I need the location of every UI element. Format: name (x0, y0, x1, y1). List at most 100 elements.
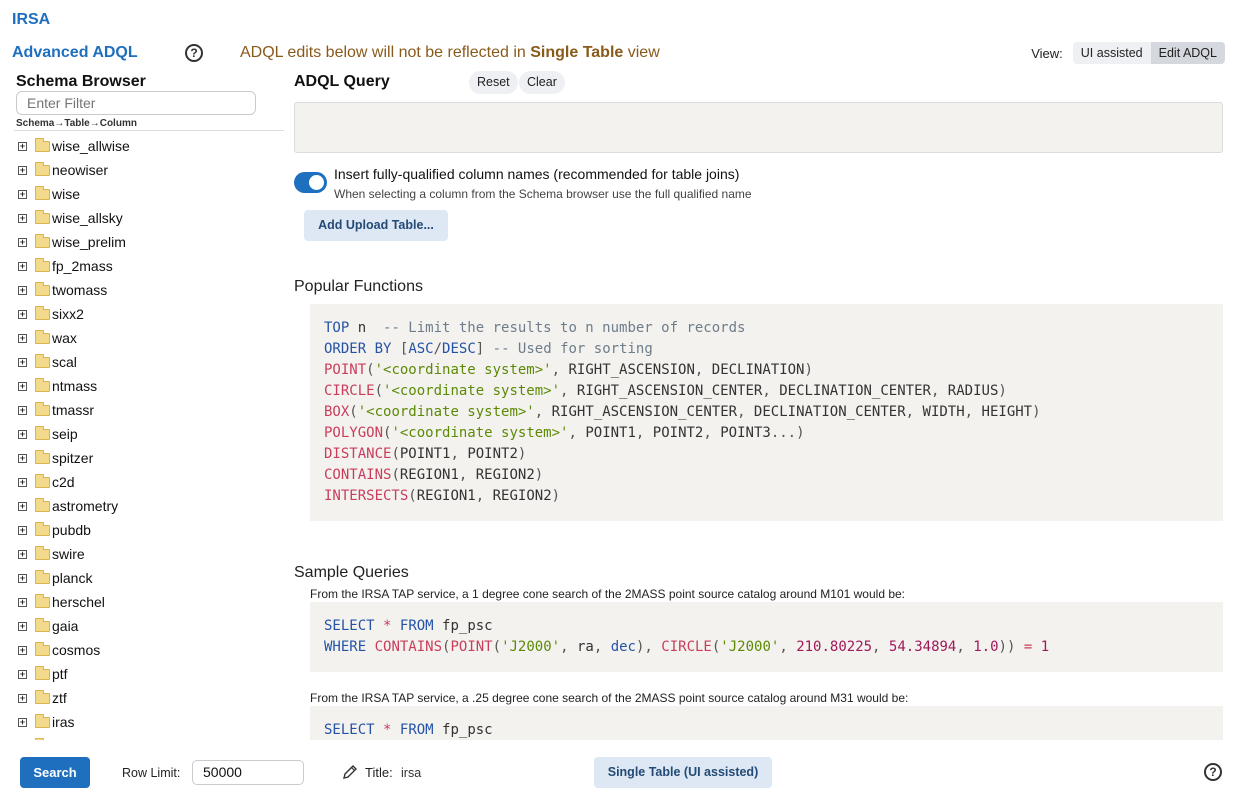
expand-plus-icon[interactable]: + (18, 308, 27, 319)
view-option-ui-assisted[interactable]: UI assisted (1080, 46, 1143, 60)
schema-tree-item-gaia[interactable]: + gaia (18, 614, 284, 638)
expand-plus-icon[interactable]: + (18, 404, 27, 415)
schema-tree-item-label: pubdb (52, 522, 91, 538)
expand-plus-icon[interactable]: + (18, 692, 27, 703)
schema-tree-item-label: planck (52, 570, 93, 586)
schema-tree-item-ztf[interactable]: +ztf (18, 686, 284, 710)
reset-button[interactable]: Reset (469, 71, 518, 94)
expand-plus-icon[interactable]: + (18, 596, 27, 607)
schema-tree-item-label: twomass (52, 282, 108, 298)
schema-tree-item-fp_2mass[interactable]: +fp_2mass (18, 254, 284, 278)
expand-plus-icon[interactable]: + (18, 668, 27, 679)
schema-tree-item-wise_allsky[interactable]: +wise_allsky (18, 206, 284, 230)
folder-icon (35, 689, 50, 704)
sample-query-1-description: From the IRSA TAP service, a 1 degree co… (310, 587, 906, 601)
folder-icon (35, 521, 50, 536)
warning-prefix: ADQL edits below will not be reflected i… (240, 44, 526, 61)
schema-tree-item-spitzer[interactable]: +spitzer (18, 446, 284, 470)
folder-icon (35, 137, 50, 152)
schema-tree-item-ntmass[interactable]: + ntmass (18, 374, 284, 398)
expand-plus-icon[interactable]: + (18, 284, 27, 295)
toggle-knob (309, 175, 324, 190)
expand-plus-icon[interactable]: + (18, 260, 27, 271)
schema-tree-item-iras[interactable]: +iras (18, 710, 284, 734)
folder-icon (35, 665, 50, 680)
schema-tree-item-twomass[interactable]: + twomass (18, 278, 284, 302)
schema-tree-item-wise[interactable]: + wise (18, 182, 284, 206)
expand-plus-icon[interactable]: + (18, 212, 27, 223)
question-circle-icon[interactable]: ? (185, 44, 203, 62)
schema-tree-item-c2d[interactable]: + c2d (18, 470, 284, 494)
expand-plus-icon[interactable]: + (18, 236, 27, 247)
schema-tree-item-ptf[interactable]: +ptf (18, 662, 284, 686)
view-option-edit-adql[interactable]: Edit ADQL (1150, 42, 1225, 64)
schema-tree-item-label: ntmass (52, 378, 98, 394)
expand-plus-icon[interactable]: + (18, 644, 27, 655)
folder-icon (35, 569, 50, 584)
schema-tree-item-pubdb[interactable]: + pubdb (18, 518, 284, 542)
expand-plus-icon[interactable]: + (18, 356, 27, 367)
row-limit-label: Row Limit: (122, 766, 181, 780)
schema-tree-item-label: wise (52, 186, 81, 202)
title-value[interactable]: irsa (401, 766, 422, 780)
schema-tree-item-label: c2d (52, 474, 75, 490)
schema-tree-item-cosmos[interactable]: + cosmos (18, 638, 284, 662)
row-limit-input[interactable]: 50000 (192, 760, 304, 785)
question-circle-icon[interactable]: ? (1204, 763, 1222, 781)
expand-plus-icon[interactable]: + (18, 524, 27, 535)
adql-query-editor[interactable] (294, 102, 1223, 153)
schema-tree-item-wax[interactable]: +wax (18, 326, 284, 350)
popular-functions-code: TOP n -- Limit the results to n number o… (310, 304, 1223, 521)
schema-tree-item-wise_prelim[interactable]: +wise_prelim (18, 230, 284, 254)
expand-plus-icon[interactable]: + (18, 716, 27, 727)
single-table-button[interactable]: Single Table (UI assisted) (594, 757, 772, 788)
clear-button[interactable]: Clear (519, 71, 565, 94)
schema-tree-item-seip[interactable]: + seip (18, 422, 284, 446)
folder-icon (35, 377, 50, 392)
expand-plus-icon[interactable]: + (18, 500, 27, 511)
folder-icon (35, 497, 50, 512)
add-upload-table-button[interactable]: Add Upload Table... (304, 210, 448, 241)
schema-tree-item-sixx2[interactable]: +sixx2 (18, 302, 284, 326)
expand-plus-icon[interactable]: + (18, 188, 27, 199)
folder-icon (35, 257, 50, 272)
sample-query-1-code: SELECT * FROM fp_psc WHERE CONTAINS(POIN… (310, 602, 1223, 672)
schema-tree-item-herschel[interactable]: +herschel (18, 590, 284, 614)
folder-icon (35, 305, 50, 320)
qualified-names-toggle[interactable] (294, 172, 327, 193)
schema-tree-item-label: gaia (52, 618, 79, 634)
view-segmented-control: UI assisted Edit ADQL (1072, 42, 1225, 64)
schema-tree-item-scal[interactable]: +scal (18, 350, 284, 374)
folder-icon (35, 185, 50, 200)
advanced-adql-title: Advanced ADQL (12, 44, 138, 61)
expand-plus-icon[interactable]: + (18, 476, 27, 487)
schema-tree-item-label: cosmos (52, 642, 101, 658)
folder-icon (35, 473, 50, 488)
expand-plus-icon[interactable]: + (18, 380, 27, 391)
expand-plus-icon[interactable]: + (18, 332, 27, 343)
expand-plus-icon[interactable]: + (18, 620, 27, 631)
expand-plus-icon[interactable]: + (18, 140, 27, 151)
search-button[interactable]: Search (20, 757, 90, 788)
schema-tree-item-swire[interactable]: +swire (18, 542, 284, 566)
schema-tree-item-planck[interactable]: + planck (18, 566, 284, 590)
schema-tree-item-wise_allwise[interactable]: +wise_allwise (18, 134, 284, 158)
folder-icon (35, 209, 50, 224)
schema-tree-item-label: neowiser (52, 162, 109, 178)
schema-tree-item-label: seip (52, 426, 78, 442)
schema-tree-item-tmassr[interactable]: +tmassr (18, 398, 284, 422)
pencil-icon[interactable] (342, 764, 358, 780)
brand-title: IRSA (12, 11, 51, 28)
schema-tree-item-astrometry[interactable]: +astrometry (18, 494, 284, 518)
expand-plus-icon[interactable]: + (18, 452, 27, 463)
folder-icon (35, 449, 50, 464)
expand-plus-icon[interactable]: + (18, 548, 27, 559)
expand-plus-icon[interactable]: + (18, 428, 27, 439)
expand-plus-icon[interactable]: + (18, 164, 27, 175)
schema-breadcrumb: Schema→Table→Column (16, 118, 137, 129)
expand-plus-icon[interactable]: + (18, 572, 27, 583)
view-label: View: (1031, 45, 1063, 61)
schema-filter-input[interactable] (16, 91, 256, 115)
schema-tree-item-partial[interactable]: + (18, 734, 284, 740)
schema-tree-item-neowiser[interactable]: + neowiser (18, 158, 284, 182)
